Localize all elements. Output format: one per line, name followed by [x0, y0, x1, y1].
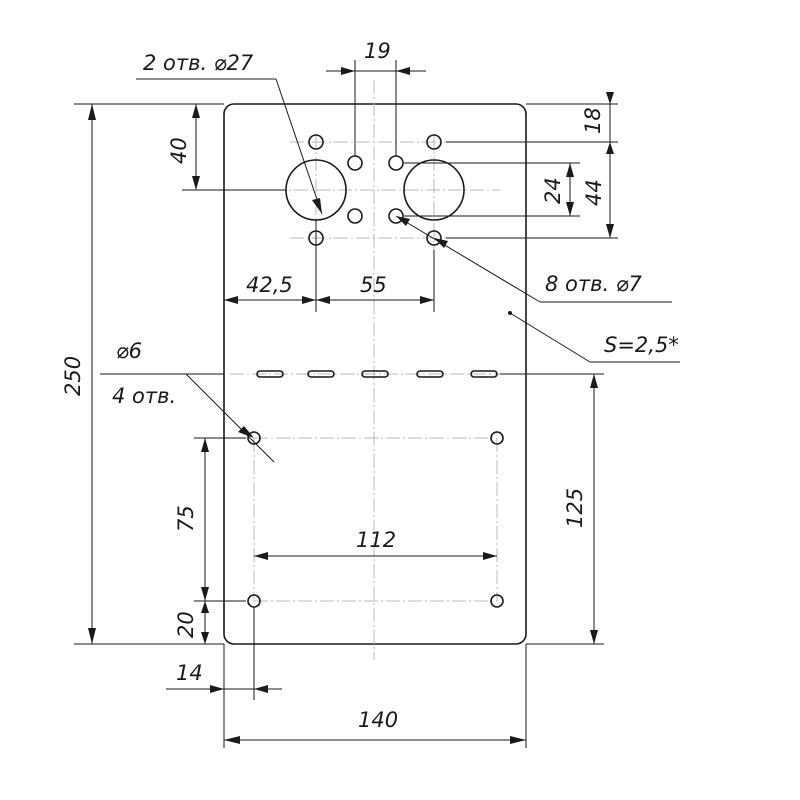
callout-small-holes-label: 8 отв. ⌀7 [545, 272, 642, 296]
dim-outer-spacing-label: 44 [582, 179, 606, 206]
dim-left-offset [166, 607, 282, 748]
dim-top-edge-to-hole [446, 92, 618, 154]
dim-top-small-spacing-label: 19 [364, 39, 391, 63]
dim-mount-horizontal [254, 552, 497, 560]
dim-inner-spacing-label: 24 [541, 177, 565, 204]
callout-mount-hole-count-label: 4 отв. [112, 384, 176, 408]
dim-top-edge-to-hole-label: 18 [581, 107, 605, 134]
dim-total-width [224, 644, 527, 748]
callout-large-holes [136, 78, 323, 215]
dim-total-width-label: 140 [358, 708, 398, 732]
dim-bottom-offset [170, 601, 224, 645]
dim-left-to-large-hole-label: 42,5 [246, 273, 293, 297]
dim-top-small-spacing [326, 60, 426, 156]
dim-slot-to-bottom-label: 125 [563, 488, 587, 528]
large-hole-right [403, 159, 465, 221]
centerlines [230, 80, 520, 660]
dim-large-hole-horizontal [224, 220, 435, 312]
dim-large-hole-spacing-label: 55 [360, 273, 387, 297]
dim-mount-horizontal-label: 112 [356, 528, 396, 552]
callout-large-holes-label: 2 отв. ⌀27 [143, 51, 254, 75]
perforation-slots [256, 370, 498, 378]
dim-left-offset-label: 14 [176, 661, 203, 685]
callout-small-holes [395, 215, 672, 303]
dim-total-height [74, 103, 224, 645]
dim-slot-to-bottom [500, 373, 604, 645]
callout-thickness [508, 311, 680, 363]
mount-holes [247, 431, 504, 608]
dim-inner-outer-spacing [404, 142, 618, 239]
callout-mount-hole-diameter-label: ⌀6 [116, 339, 142, 363]
callout-thickness-label: S=2,5* [604, 333, 679, 357]
dim-mount-vertical-label: 75 [174, 505, 198, 532]
dim-total-height-label: 250 [61, 356, 85, 396]
dim-bottom-offset-label: 20 [174, 611, 198, 638]
dim-large-hole-top [182, 104, 286, 191]
dim-large-hole-top-label: 40 [167, 137, 191, 164]
callout-mount-holes [100, 373, 275, 463]
dim-mount-vertical [194, 437, 246, 602]
